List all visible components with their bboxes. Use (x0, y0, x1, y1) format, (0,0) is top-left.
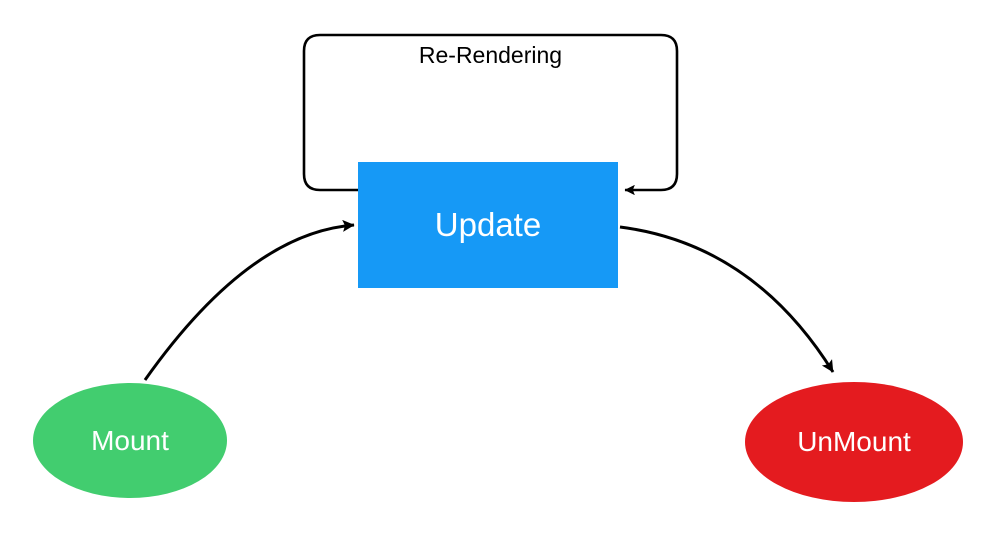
re-rendering-loop-arrow (302, 33, 679, 196)
unmount-node-label: UnMount (797, 426, 911, 457)
update-node: Update (358, 162, 618, 288)
unmount-node: UnMount (745, 382, 963, 502)
re-rendering-label: Re-Rendering (418, 42, 563, 68)
mount-to-update-arrow (143, 219, 355, 381)
update-node-label: Update (434, 206, 542, 243)
mount-node: Mount (33, 383, 227, 498)
mount-node-label: Mount (91, 424, 169, 456)
update-to-unmount-arrow (619, 225, 835, 373)
